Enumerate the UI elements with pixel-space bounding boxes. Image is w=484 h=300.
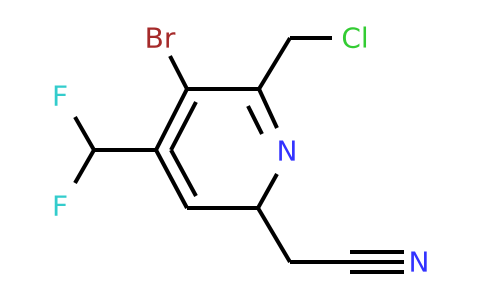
- bond-n1-c6: [256, 173, 279, 209]
- bonds: [73, 36, 404, 274]
- atom-label-fluorine-bottom: F: [52, 190, 68, 223]
- bond-chf2-f-top: [73, 116, 96, 151]
- bond-c5-c4: [154, 149, 189, 209]
- atom-label-bromine: Br: [145, 22, 176, 55]
- bond-chf2-f-bottom: [73, 149, 96, 184]
- bond-c2-ch2: [257, 36, 292, 91]
- bond-c3-br: [168, 55, 189, 90]
- bond-c4-c3: [154, 88, 189, 151]
- bond-c2-n1: [257, 88, 279, 129]
- atom-label-nitrile-nitrogen: N: [409, 246, 430, 279]
- bond-c4-c3-inner: [169, 101, 198, 151]
- atom-label-fluorine-top: F: [52, 80, 68, 113]
- atom-label-chlorine: Cl: [341, 22, 368, 55]
- bond-c2-n1-inner: [246, 105, 264, 135]
- atom-label-ring-nitrogen: N: [277, 135, 298, 168]
- atom-labels: Br Cl N F F N: [52, 22, 430, 279]
- bond-c6-ch2: [256, 206, 292, 264]
- bond-c5-c4-inner: [169, 149, 198, 197]
